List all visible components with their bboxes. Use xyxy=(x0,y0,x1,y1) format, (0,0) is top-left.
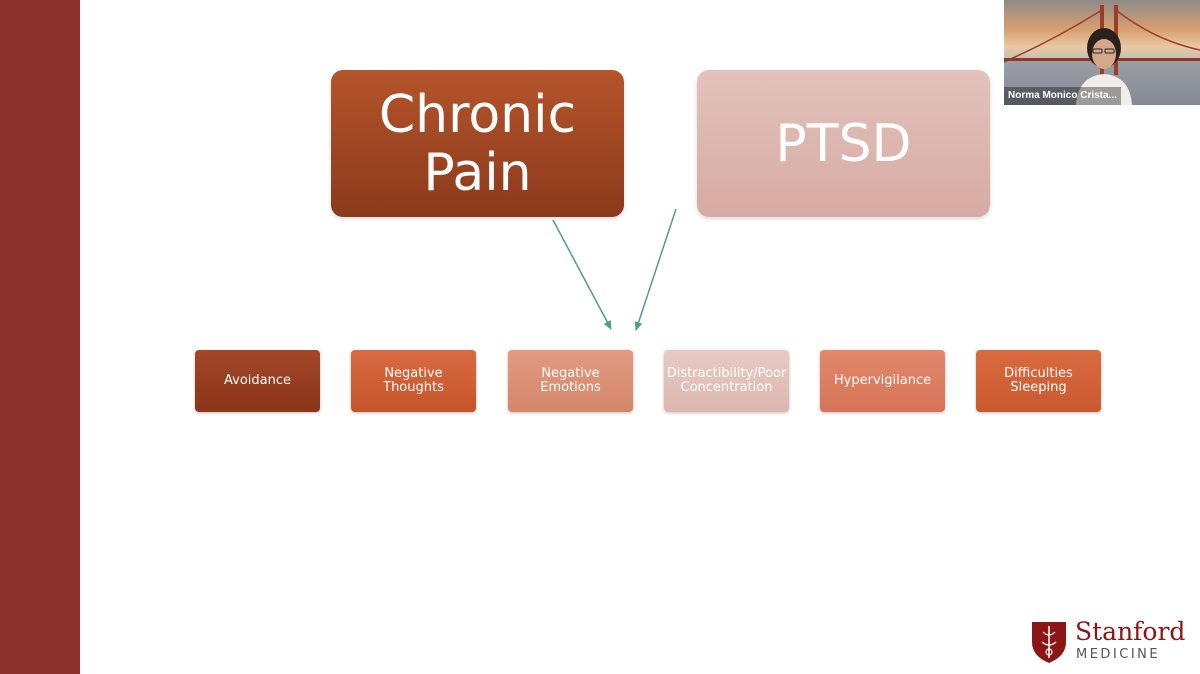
symptom-label: Hypervigilance xyxy=(833,373,932,388)
symptom-avoidance: Avoidance xyxy=(195,350,320,412)
symptom-label: Difficulties Sleeping xyxy=(1004,366,1073,395)
stanford-medicine-logo: Stanford MEDICINE xyxy=(1028,618,1193,668)
symptom-label: Distractibility/Poor Concentration xyxy=(666,366,787,395)
ptsd-box: PTSD xyxy=(697,70,990,217)
symptom-label: Negative Thoughts xyxy=(383,366,444,395)
logo-line-1: Stanford xyxy=(1075,617,1186,646)
symptom-label: Negative Emotions xyxy=(540,366,601,395)
arrow-ptsd-to-emotions xyxy=(634,208,677,331)
participant-video-tile[interactable]: Norma Monico Crista... xyxy=(1004,0,1200,105)
symptom-difficulties-sleeping: Difficulties Sleeping xyxy=(976,350,1101,412)
stanford-shield-icon xyxy=(1032,622,1066,663)
chronic-pain-label: Chronic Pain xyxy=(378,84,577,203)
symptom-negative-thoughts: Negative Thoughts xyxy=(351,350,476,412)
symptom-label: Avoidance xyxy=(224,373,291,388)
symptom-hypervigilance: Hypervigilance xyxy=(820,350,945,412)
participant-avatar xyxy=(1076,28,1132,105)
slide-sidebar-band xyxy=(0,0,80,674)
participant-name: Norma Monico Crista... xyxy=(1004,87,1121,105)
symptom-negative-emotions: Negative Emotions xyxy=(508,350,633,412)
ptsd-label: PTSD xyxy=(775,113,912,174)
arrow-chronic-to-emotions xyxy=(552,219,612,330)
logo-line-2: MEDICINE xyxy=(1076,647,1161,662)
chronic-pain-box: Chronic Pain xyxy=(331,70,624,217)
symptom-distractibility: Distractibility/Poor Concentration xyxy=(664,350,789,412)
